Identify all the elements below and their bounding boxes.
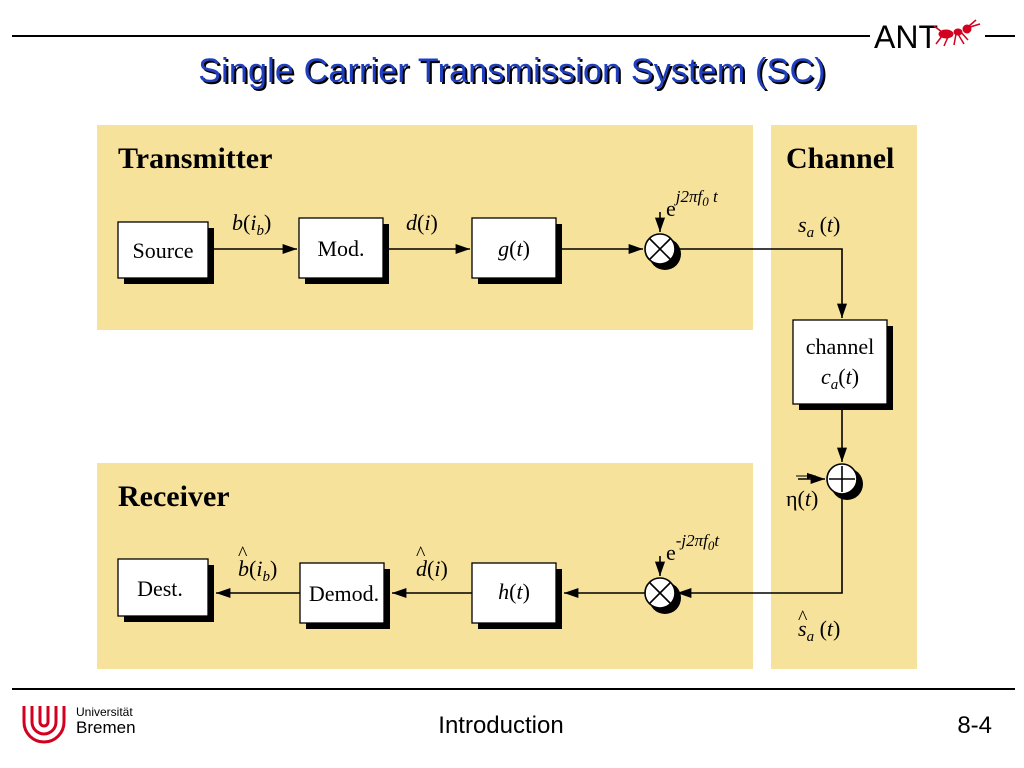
s-a-hat-label: sa (t): [798, 616, 840, 645]
footer-section-title: Introduction: [438, 712, 564, 739]
receiver-heading: Receiver: [118, 480, 230, 513]
university-name-line1: Universität: [76, 705, 133, 719]
downconversion-mixer-icon: [644, 577, 676, 609]
pulse-shaping-filter-block: [471, 217, 557, 279]
noise-label: η(t): [786, 486, 818, 511]
tx-to-channel-arrow: [675, 248, 848, 318]
university-name-line2: Bremen: [76, 718, 136, 737]
d-hat-label: d(i): [416, 556, 448, 581]
h-func: h: [498, 579, 509, 604]
dest-block: [117, 558, 209, 617]
channel-c-arg: t: [846, 364, 853, 389]
mod-block: [298, 217, 384, 279]
source-label: Source: [132, 238, 193, 263]
university-logo: Universität Bremen: [22, 705, 136, 744]
ant-logo: ANT: [874, 19, 981, 55]
channel-to-rx-arrow: [677, 494, 843, 599]
source-block: [117, 221, 209, 279]
channel-c-sub: a: [831, 377, 839, 393]
noise-adder-icon: [826, 463, 858, 495]
footer-page-number: 8-4: [957, 712, 992, 739]
dest-label: Dest.: [137, 576, 183, 601]
g-func: g: [498, 236, 509, 261]
mod-label: Mod.: [317, 236, 364, 261]
carrier-up-label: ej2πf0 t: [666, 187, 719, 221]
s-a-label: sa (t): [798, 212, 840, 241]
university-seal-icon: [22, 706, 66, 744]
footer-rule: [12, 688, 1015, 690]
channel-c-func: c: [821, 364, 831, 389]
header-rule-right: [985, 35, 1015, 37]
ant-logo-text: ANT: [874, 19, 938, 55]
page-title: Single Carrier Transmission System (SC): [198, 52, 826, 90]
b-ib-label: b(ib): [232, 210, 271, 239]
s-a-hat-accent: ^: [798, 607, 808, 629]
g-arg: t: [516, 236, 523, 261]
transmitter-heading: Transmitter: [118, 142, 272, 175]
demod-label: Demod.: [309, 581, 379, 606]
ant-insect-icon: [933, 19, 981, 47]
channel-heading: Channel: [786, 142, 894, 175]
channel-label-line1: channel: [806, 334, 874, 359]
g-label: g(t): [498, 236, 530, 261]
d-hat-accent: ^: [416, 543, 426, 565]
b-hat-label: b(ib): [238, 556, 277, 585]
header-rule-left: [12, 35, 870, 37]
b-hat-accent: ^: [238, 543, 248, 565]
channel-block: [792, 319, 888, 405]
h-arg: t: [516, 579, 523, 604]
channel-c-label: ca(t): [821, 364, 859, 393]
h-label: h(t): [498, 579, 530, 604]
carrier-down-label: e-j2πf0t: [666, 531, 720, 565]
upconversion-mixer-icon: [644, 233, 676, 265]
demod-block: [299, 562, 385, 624]
d-i-label: d(i): [406, 210, 438, 235]
